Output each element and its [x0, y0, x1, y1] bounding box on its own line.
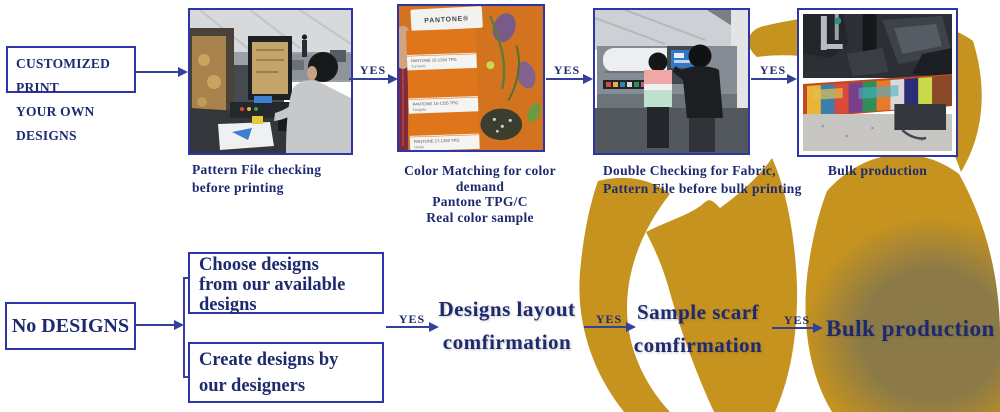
yes-label-2: YES	[553, 63, 581, 77]
step-line: comfirmation	[633, 333, 763, 357]
option-line: Create designs by	[199, 350, 339, 370]
pantone-swatch-2-name: Tangelo	[413, 108, 426, 112]
caption-line: Pattern File checking	[192, 162, 322, 177]
photo-pantone-color-matching: PANTONE® PANTONE 15-1264 TPG Turmeric PA…	[399, 6, 543, 150]
caption-line: Double Checking for Fabric,	[603, 163, 776, 178]
option-box-create-designs: Create designs by our designers	[188, 342, 384, 403]
photo-double-checking	[595, 10, 748, 153]
start-box-customized-print: CUSTOMIZED PRINT YOUR OWN DESIGNS	[6, 46, 136, 143]
photo-bulk-production	[803, 14, 952, 151]
yes-label-1: YES	[359, 63, 387, 77]
branch-stub-bottom	[183, 376, 189, 378]
step-line: Designs layout	[438, 297, 576, 321]
photo-frame-pantone: PANTONE® PANTONE 15-1264 TPG Turmeric PA…	[397, 4, 545, 152]
arrow-yes-5	[584, 322, 636, 332]
option-box-choose-designs: Choose designs from our available design…	[188, 252, 384, 315]
caption-line: Pattern File before bulk printing	[603, 181, 802, 196]
caption-line: Bulk production	[827, 163, 928, 178]
option-line: designs	[199, 295, 257, 315]
caption-line: Real color sample	[426, 209, 534, 225]
arrow-yes-4	[386, 322, 439, 332]
option-line: our designers	[199, 376, 306, 396]
tulip-middle-petal	[646, 158, 798, 412]
caption-line: before printing	[192, 180, 284, 195]
caption-bulk-production: Bulk production	[797, 162, 958, 180]
arrow-yes-6	[772, 323, 823, 333]
start-box-no-designs: No DESIGNS	[5, 302, 136, 350]
yes-label-6: YES	[783, 313, 811, 327]
arrow-start-bottom	[136, 320, 184, 330]
step-sample-scarf: Sample scarf comfirmation	[622, 296, 774, 362]
option-line: Choose designs	[199, 255, 319, 275]
photo-frame-pattern-file-checking	[188, 8, 353, 155]
branch-line	[183, 277, 185, 378]
start-box-line1: CUSTOMIZED PRINT	[16, 56, 111, 95]
photo-frame-double-checking	[593, 8, 750, 155]
photo-frame-bulk-production	[797, 8, 958, 157]
tulip-left-crescent	[579, 177, 670, 412]
pantone-swatch-3-name: Oriole	[414, 145, 424, 149]
caption-line: Pantone TPG/C	[432, 194, 528, 209]
option-line: from our available	[199, 275, 346, 295]
no-designs-label: No DESIGNS	[11, 315, 130, 337]
yes-label-4: YES	[398, 312, 426, 326]
step-line: Bulk production	[826, 316, 995, 341]
yes-label-5: YES	[595, 312, 623, 326]
branch-stub-top	[183, 277, 189, 279]
arrow-yes-3	[751, 74, 797, 84]
caption-color-matching: Color Matching for color demand Pantone …	[383, 163, 577, 225]
yes-label-3: YES	[759, 63, 787, 77]
arrow-start-top	[136, 67, 188, 77]
pantone-swatch-2-code: PANTONE 15-1335 TPG	[412, 100, 458, 107]
step-line: Sample scarf	[636, 300, 760, 324]
step-bulk-production: Bulk production	[826, 316, 998, 342]
start-box-line2: YOUR OWN DESIGNS	[16, 104, 95, 143]
pantone-swatch-1-name: Turmeric	[411, 64, 426, 68]
step-designs-layout: Designs layout comfirmation	[425, 293, 589, 359]
pantone-brand-text: PANTONE®	[424, 14, 469, 24]
step-line: comfirmation	[442, 330, 572, 354]
pantone-swatch-1-code: PANTONE 15-1264 TPG	[411, 57, 457, 64]
pantone-swatch-3-code: PANTONE 17-1350 TPG	[414, 138, 460, 145]
arrow-yes-2	[546, 74, 593, 84]
caption-pattern-file-checking: Pattern File checking before printing	[192, 161, 321, 197]
caption-line: Color Matching for color demand	[404, 163, 556, 194]
arrow-yes-1	[349, 74, 398, 84]
caption-double-checking: Double Checking for Fabric, Pattern File…	[603, 162, 802, 198]
photo-pattern-file-checking	[190, 10, 351, 153]
